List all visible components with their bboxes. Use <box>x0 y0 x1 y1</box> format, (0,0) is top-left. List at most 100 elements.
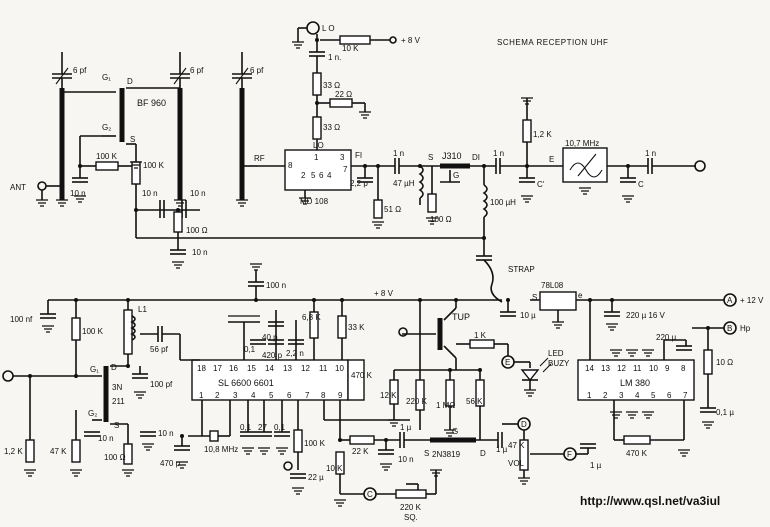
svg-text:3N: 3N <box>112 383 122 392</box>
lower-left-stage: 100 nf 100 K 1,2 K G₁ G₂ D S 3N 211 L1 5… <box>2 300 181 465</box>
svg-text:220 µ: 220 µ <box>656 333 677 342</box>
svg-text:G₂: G₂ <box>102 123 111 132</box>
svg-text:100 Ω: 100 Ω <box>430 215 452 224</box>
svg-text:1: 1 <box>199 391 204 400</box>
svg-text:C: C <box>638 180 644 189</box>
svg-text:33 Ω: 33 Ω <box>323 81 340 90</box>
svg-text:100 n: 100 n <box>266 281 286 290</box>
svg-text:11: 11 <box>633 364 642 373</box>
svg-text:e: e <box>578 291 583 300</box>
svg-text:E: E <box>549 155 554 164</box>
svg-text:8: 8 <box>681 364 686 373</box>
svg-text:G₂: G₂ <box>88 409 97 418</box>
svg-text:S: S <box>424 449 429 458</box>
svg-text:1,2 K: 1,2 K <box>533 130 552 139</box>
svg-text:B: B <box>727 324 732 333</box>
if-amplifier: S J310 G DI 100 Ω 100 µH 1 n 1,2 K C' E … <box>136 98 706 303</box>
svg-text:10 n: 10 n <box>70 189 86 198</box>
svg-text:SL 6600 6601: SL 6600 6601 <box>218 378 274 388</box>
svg-text:9: 9 <box>338 391 343 400</box>
svg-text:1 µ: 1 µ <box>496 445 508 454</box>
svg-text:3: 3 <box>619 391 624 400</box>
svg-text:9: 9 <box>665 364 670 373</box>
svg-text:C': C' <box>537 180 545 189</box>
svg-text:L1: L1 <box>138 305 147 314</box>
svg-text:10 K: 10 K <box>326 464 343 473</box>
front-end: 6 pf 6 pf 6 pf G₁ G₂ D S BF 960 <box>10 52 285 257</box>
svg-text:220 K: 220 K <box>406 397 428 406</box>
svg-text:13: 13 <box>601 364 610 373</box>
svg-text:47 K: 47 K <box>50 447 67 456</box>
svg-text:7: 7 <box>683 391 688 400</box>
lo-input: L O 10 K + 8 V <box>297 21 421 53</box>
svg-text:22 Ω: 22 Ω <box>335 90 352 99</box>
svg-text:6 pf: 6 pf <box>73 66 87 75</box>
svg-text:0,1 µ: 0,1 µ <box>716 408 734 417</box>
svg-text:4: 4 <box>327 171 332 180</box>
svg-text:1 µ: 1 µ <box>400 423 412 432</box>
svg-text:LO: LO <box>313 141 324 150</box>
svg-text:STRAP: STRAP <box>508 265 535 274</box>
svg-text:RF: RF <box>254 154 265 163</box>
svg-text:10 n: 10 n <box>142 189 158 198</box>
svg-text:12: 12 <box>617 364 626 373</box>
svg-text:2: 2 <box>301 171 306 180</box>
svg-text:F: F <box>567 450 572 459</box>
svg-text:4: 4 <box>635 391 640 400</box>
svg-text:5: 5 <box>311 171 316 180</box>
svg-text:1 µ: 1 µ <box>590 461 602 470</box>
svg-text:22 µ: 22 µ <box>308 473 324 482</box>
svg-text:18: 18 <box>197 364 206 373</box>
svg-text:MD 108: MD 108 <box>300 197 329 206</box>
svg-text:10 Ω: 10 Ω <box>716 358 733 367</box>
svg-text:17: 17 <box>213 364 222 373</box>
svg-text:10 n: 10 n <box>158 429 174 438</box>
svg-text:3: 3 <box>340 153 345 162</box>
svg-text:100 K: 100 K <box>96 152 118 161</box>
svg-text:14: 14 <box>265 364 274 373</box>
svg-text:11: 11 <box>319 364 328 373</box>
mixer-md108: 8 1 3 7 2 5 6 4 MD 108 FI 1 n 2,2 p 51 Ω… <box>284 149 424 219</box>
svg-text:2,2 n: 2,2 n <box>286 349 304 358</box>
svg-text:6,8 K: 6,8 K <box>302 313 321 322</box>
svg-text:G: G <box>453 171 459 180</box>
svg-text:27: 27 <box>258 423 267 432</box>
svg-text:51 Ω: 51 Ω <box>384 205 401 214</box>
junction-dots <box>28 38 710 442</box>
svg-text:33 Ω: 33 Ω <box>323 123 340 132</box>
svg-text:10 n: 10 n <box>398 455 414 464</box>
svg-text:211: 211 <box>112 397 125 406</box>
svg-text:S: S <box>130 135 135 144</box>
svg-text:12: 12 <box>301 364 310 373</box>
svg-text:TUP: TUP <box>452 312 470 322</box>
sl6600-ic: SL 6600 6601 18 17 16 15 14 13 12 11 10 … <box>160 300 414 495</box>
svg-text:1 n: 1 n <box>645 149 656 158</box>
svg-text:+ 8 V: + 8 V <box>401 36 421 45</box>
svg-text:220 K: 220 K <box>400 503 422 512</box>
svg-text:LED: LED <box>548 349 564 358</box>
svg-text:100 µH: 100 µH <box>490 198 516 207</box>
svg-text:1 n: 1 n <box>493 149 504 158</box>
svg-text:2: 2 <box>603 391 608 400</box>
svg-text:2: 2 <box>215 391 220 400</box>
svg-text:6: 6 <box>667 391 672 400</box>
svg-text:S: S <box>114 421 119 430</box>
svg-text:100 pf: 100 pf <box>150 380 173 389</box>
svg-text:DI: DI <box>472 153 480 162</box>
svg-text:1: 1 <box>314 153 319 162</box>
svg-text:10: 10 <box>649 364 658 373</box>
svg-text:3: 3 <box>233 391 238 400</box>
svg-text:FI: FI <box>355 151 362 160</box>
svg-text:+ 8 V: + 8 V <box>374 289 394 298</box>
svg-text:8: 8 <box>288 161 293 170</box>
svg-text:100 Ω: 100 Ω <box>104 453 126 462</box>
svg-text:100 nf: 100 nf <box>10 315 33 324</box>
svg-text:D: D <box>127 77 133 86</box>
svg-text:G₁: G₁ <box>90 365 99 374</box>
svg-text:1 n.: 1 n. <box>328 53 341 62</box>
source-url: http://www.qsl.net/va3iul <box>580 494 720 508</box>
svg-text:78L08: 78L08 <box>541 281 564 290</box>
svg-text:10 n: 10 n <box>190 189 206 198</box>
lo-chain: 1 n. 33 Ω 22 Ω 33 Ω LO <box>309 51 366 150</box>
